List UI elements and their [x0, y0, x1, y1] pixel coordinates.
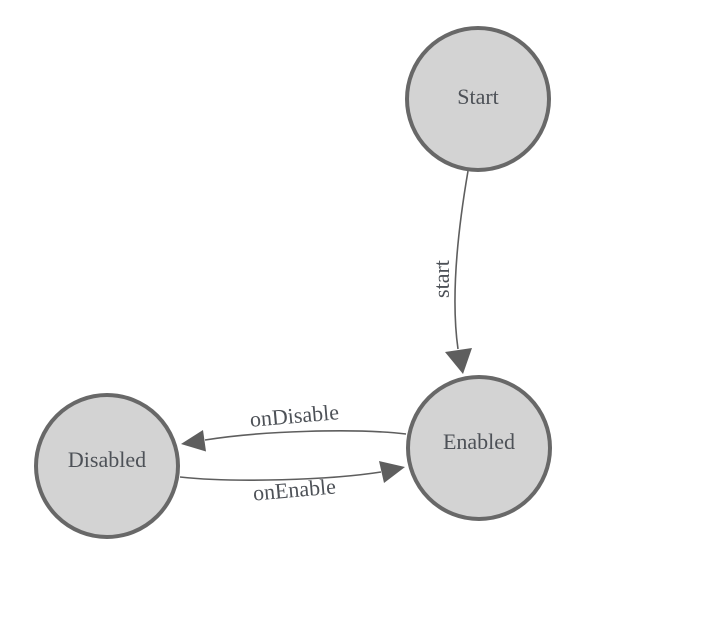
transition-enabled-to-disabled[interactable]: onDisable [181, 399, 407, 452]
state-circle-disabled[interactable] [34, 393, 180, 539]
state-label-disabled: Disabled [68, 447, 146, 472]
transition-label-onenable: onEnable [252, 473, 337, 505]
arrowhead-icon[interactable] [379, 461, 405, 483]
transition-disabled-to-enabled[interactable]: onEnable [179, 461, 405, 506]
state-label-enabled: Enabled [443, 429, 515, 454]
transition-line-onenable[interactable] [179, 471, 382, 481]
state-circle-enabled[interactable] [406, 375, 552, 521]
transition-line-ondisable[interactable] [204, 430, 407, 441]
arrowhead-icon[interactable] [181, 430, 206, 452]
state-node-start[interactable]: Start [405, 26, 551, 172]
state-node-disabled[interactable]: Disabled [34, 393, 180, 539]
transition-start-to-enabled[interactable]: start [429, 170, 472, 374]
state-label-start: Start [457, 84, 499, 109]
transition-label-ondisable: onDisable [249, 399, 340, 432]
state-circle-start[interactable] [405, 26, 551, 172]
transition-line-start[interactable] [454, 170, 469, 350]
transition-label-start: start [429, 260, 454, 298]
state-node-enabled[interactable]: Enabled [406, 375, 552, 521]
arrowhead-icon[interactable] [445, 348, 472, 374]
